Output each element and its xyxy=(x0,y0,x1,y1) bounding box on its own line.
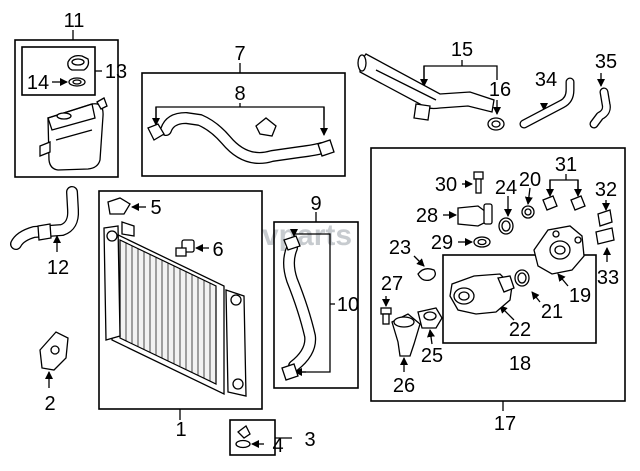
callout-12: 12 xyxy=(47,257,69,279)
callout-labels: 1 2 3 4 5 6 7 8 9 10 11 12 13 14 15 16 1… xyxy=(27,10,619,457)
callout-19: 19 xyxy=(569,285,591,307)
callout-13: 13 xyxy=(105,61,127,83)
callout-9: 9 xyxy=(310,193,321,215)
bypass-pipe-icon xyxy=(519,77,575,129)
gasket-icon xyxy=(107,197,131,215)
lower-hose-icon xyxy=(283,242,317,372)
callout-2: 2 xyxy=(44,393,55,415)
callout-21: 21 xyxy=(541,301,563,323)
callout-34: 34 xyxy=(535,69,557,91)
callout-35: 35 xyxy=(595,51,617,73)
radiator-icon xyxy=(103,221,247,397)
callout-23: 23 xyxy=(389,237,411,259)
drain-cock-icon xyxy=(235,425,251,449)
seal-ring-icon xyxy=(514,269,530,287)
water-control-valve-icon xyxy=(533,225,585,275)
callout-3: 3 xyxy=(304,429,315,451)
housing-subgroup-box xyxy=(442,254,597,344)
upper-hose-group-box xyxy=(141,72,346,177)
o-ring-icon xyxy=(473,236,491,248)
radiator-bracket-icon xyxy=(39,331,69,371)
reservoir-cap-icon xyxy=(67,54,90,71)
gasket-icon xyxy=(417,268,436,282)
callout-8: 8 xyxy=(234,83,245,105)
callout-10: 10 xyxy=(337,294,359,316)
callout-16: 16 xyxy=(489,79,511,101)
thermostat-group-box xyxy=(370,147,626,402)
callout-1: 1 xyxy=(175,419,186,441)
bolt-icon xyxy=(380,307,392,325)
callout-14: 14 xyxy=(27,72,49,94)
callout-26: 26 xyxy=(393,375,415,397)
callout-4: 4 xyxy=(272,435,283,457)
bolt-icon xyxy=(473,171,484,194)
callout-22: 22 xyxy=(509,319,531,341)
hose-clamp-icon xyxy=(597,209,613,227)
callout-33: 33 xyxy=(597,267,619,289)
callout-18: 18 xyxy=(509,353,531,375)
thermostat-housing-icon xyxy=(449,273,515,315)
water-pipe-icon xyxy=(357,53,495,121)
reservoir-tank-icon xyxy=(39,97,108,171)
hose-clamp-icon xyxy=(542,195,586,211)
callout-6: 6 xyxy=(212,239,223,261)
drain-plug-group-box xyxy=(229,419,276,456)
callout-29: 29 xyxy=(431,232,453,254)
bypass-hose-icon xyxy=(589,87,611,129)
hose-clamp-icon xyxy=(147,117,335,157)
callout-32: 32 xyxy=(595,179,617,201)
reservoir-group-box xyxy=(14,39,119,178)
hose-clamp-icon xyxy=(281,235,301,381)
reservoir-group xyxy=(14,30,119,178)
callout-25: 25 xyxy=(421,345,443,367)
callout-24: 24 xyxy=(495,177,517,199)
cap-seal-icon xyxy=(68,77,86,87)
temperature-sensor-icon xyxy=(457,203,493,227)
bypass-hose-icon xyxy=(595,227,615,245)
callout-31: 31 xyxy=(555,154,577,176)
callout-7: 7 xyxy=(234,43,245,65)
water-inlet-fitting-icon xyxy=(391,313,421,357)
callout-15: 15 xyxy=(451,39,473,61)
callout-27: 27 xyxy=(381,273,403,295)
overflow-hose-icon xyxy=(10,186,80,250)
drain-plug-icon xyxy=(175,239,195,257)
callout-17: 17 xyxy=(494,413,516,435)
callout-20: 20 xyxy=(519,169,541,191)
callout-30: 30 xyxy=(435,174,457,196)
callout-11: 11 xyxy=(64,10,85,32)
seal-ring-icon xyxy=(498,217,514,235)
callout-5: 5 xyxy=(150,197,161,219)
callout-28: 28 xyxy=(416,205,438,227)
watermark: vparts xyxy=(262,219,352,252)
thermostat-icon xyxy=(417,307,443,329)
upper-hose-icon xyxy=(160,112,328,164)
o-ring-icon xyxy=(521,205,535,219)
o-ring-icon xyxy=(487,117,505,131)
